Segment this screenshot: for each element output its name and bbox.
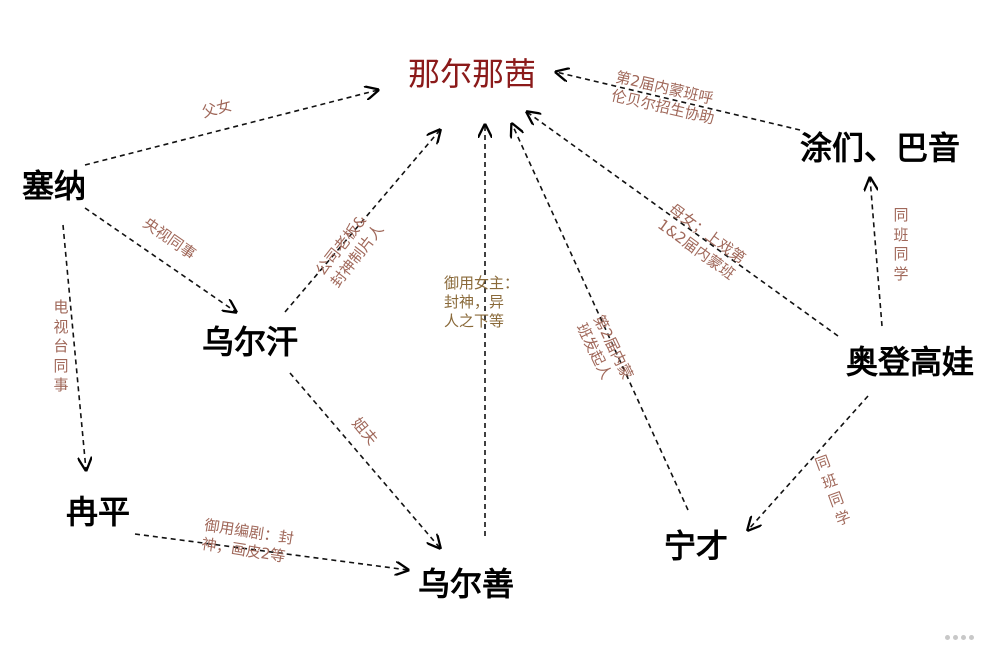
node-wuershan: 乌尔善 (418, 565, 515, 603)
node-aodeng-gaowa: 奥登高娃 (846, 343, 975, 381)
edge-aodeng-tumen (870, 178, 883, 327)
edge-ningcai-center (512, 124, 689, 511)
node-wuerhan: 乌尔汗 (202, 323, 299, 361)
edge-ranping-wuershan (134, 533, 408, 570)
label-line: 御用女主： (444, 274, 520, 292)
edge-aodeng-ningcai (748, 395, 869, 530)
edge-wuerhan-center (284, 130, 440, 313)
node-saina: 塞纳 (22, 167, 87, 205)
node-ningcai: 宁才 (664, 527, 729, 565)
label-saina-ranping: 电视台同事 (53, 298, 69, 394)
more-dots-icon (945, 635, 974, 640)
node-narnaxi: 那尔那茜 (408, 55, 537, 93)
label-aodeng-tumen: 同班同学 (893, 206, 909, 283)
edge-saina-center (84, 90, 378, 166)
edge-saina-wuerhan (84, 207, 236, 312)
edge-tumen-center (556, 72, 801, 131)
label-line: 封神，异 (444, 292, 505, 311)
edge-wuerhan-wuershan (289, 372, 440, 548)
label-line: 人之下等 (444, 311, 505, 330)
node-tumen-bayin: 涂们、巴音 (800, 129, 961, 167)
edge-aodeng-center (527, 112, 839, 337)
label-wuershan-center: 御用女主： 封神，异 人之下等 (444, 274, 519, 330)
node-ranping: 冉平 (66, 493, 131, 531)
